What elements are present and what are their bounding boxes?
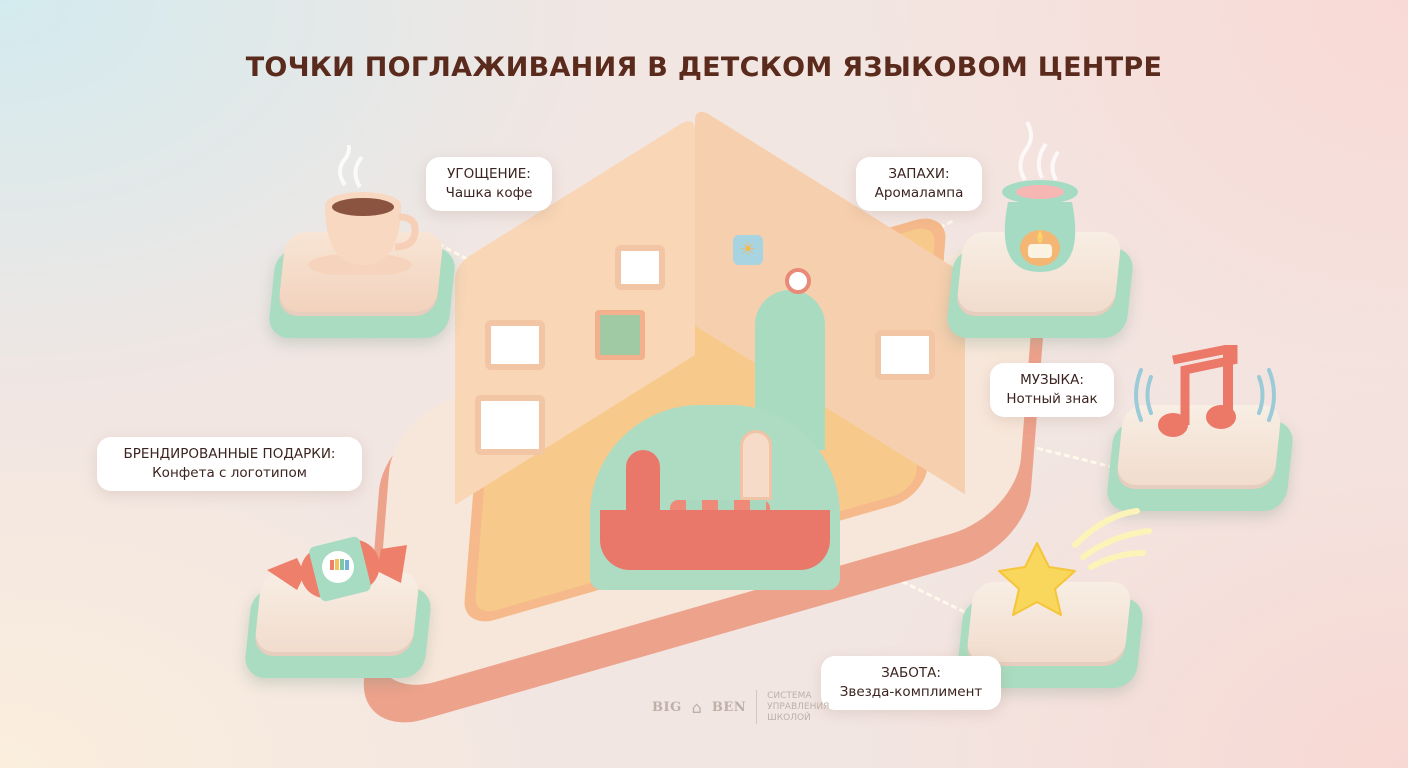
callout-treat: УГОЩЕНИЕ: Чашка кофе bbox=[426, 157, 552, 211]
logo-brand-right: BEN bbox=[711, 699, 747, 715]
door-icon bbox=[626, 450, 660, 510]
bigben-logo: BIG ⌂ BEN СИСТЕМА УПРАВЛЕНИЯ ШКОЛОЙ bbox=[652, 690, 829, 724]
room-front-wall bbox=[600, 510, 830, 570]
window-icon bbox=[475, 395, 545, 455]
window-icon bbox=[875, 330, 935, 380]
callout-music: МУЗЫКА: Нотный знак bbox=[990, 363, 1114, 417]
door-icon bbox=[740, 430, 772, 500]
callout-gifts: БРЕНДИРОВАННЫЕ ПОДАРКИ: Конфета с логоти… bbox=[97, 437, 362, 491]
chalkboard-icon bbox=[595, 310, 645, 360]
coffee-cup-icon bbox=[305, 135, 425, 277]
callout-scents: ЗАПАХИ: Аромалампа bbox=[856, 157, 982, 211]
logo-brand-left: BIG bbox=[652, 699, 682, 715]
window-icon bbox=[485, 320, 545, 370]
big-ben-tower-icon: ⌂ bbox=[691, 697, 702, 717]
window-icon bbox=[615, 245, 665, 290]
clock-icon bbox=[785, 268, 811, 294]
logo-divider bbox=[756, 690, 758, 724]
logo-tagline: СИСТЕМА УПРАВЛЕНИЯ ШКОЛОЙ bbox=[767, 690, 830, 723]
candy-icon bbox=[262, 525, 412, 615]
sun-picture-icon: ☀ bbox=[733, 235, 763, 265]
language-center-illustration: ☀ bbox=[359, 105, 1051, 738]
music-note-icon bbox=[1125, 342, 1285, 445]
page-title: ТОЧКИ ПОГЛАЖИВАНИЯ В ДЕТСКОМ ЯЗЫКОВОМ ЦЕ… bbox=[245, 52, 1163, 83]
aroma-lamp-icon bbox=[990, 120, 1090, 280]
star-icon bbox=[995, 505, 1155, 625]
callout-care: ЗАБОТА: Звезда-комплимент bbox=[821, 656, 1001, 710]
